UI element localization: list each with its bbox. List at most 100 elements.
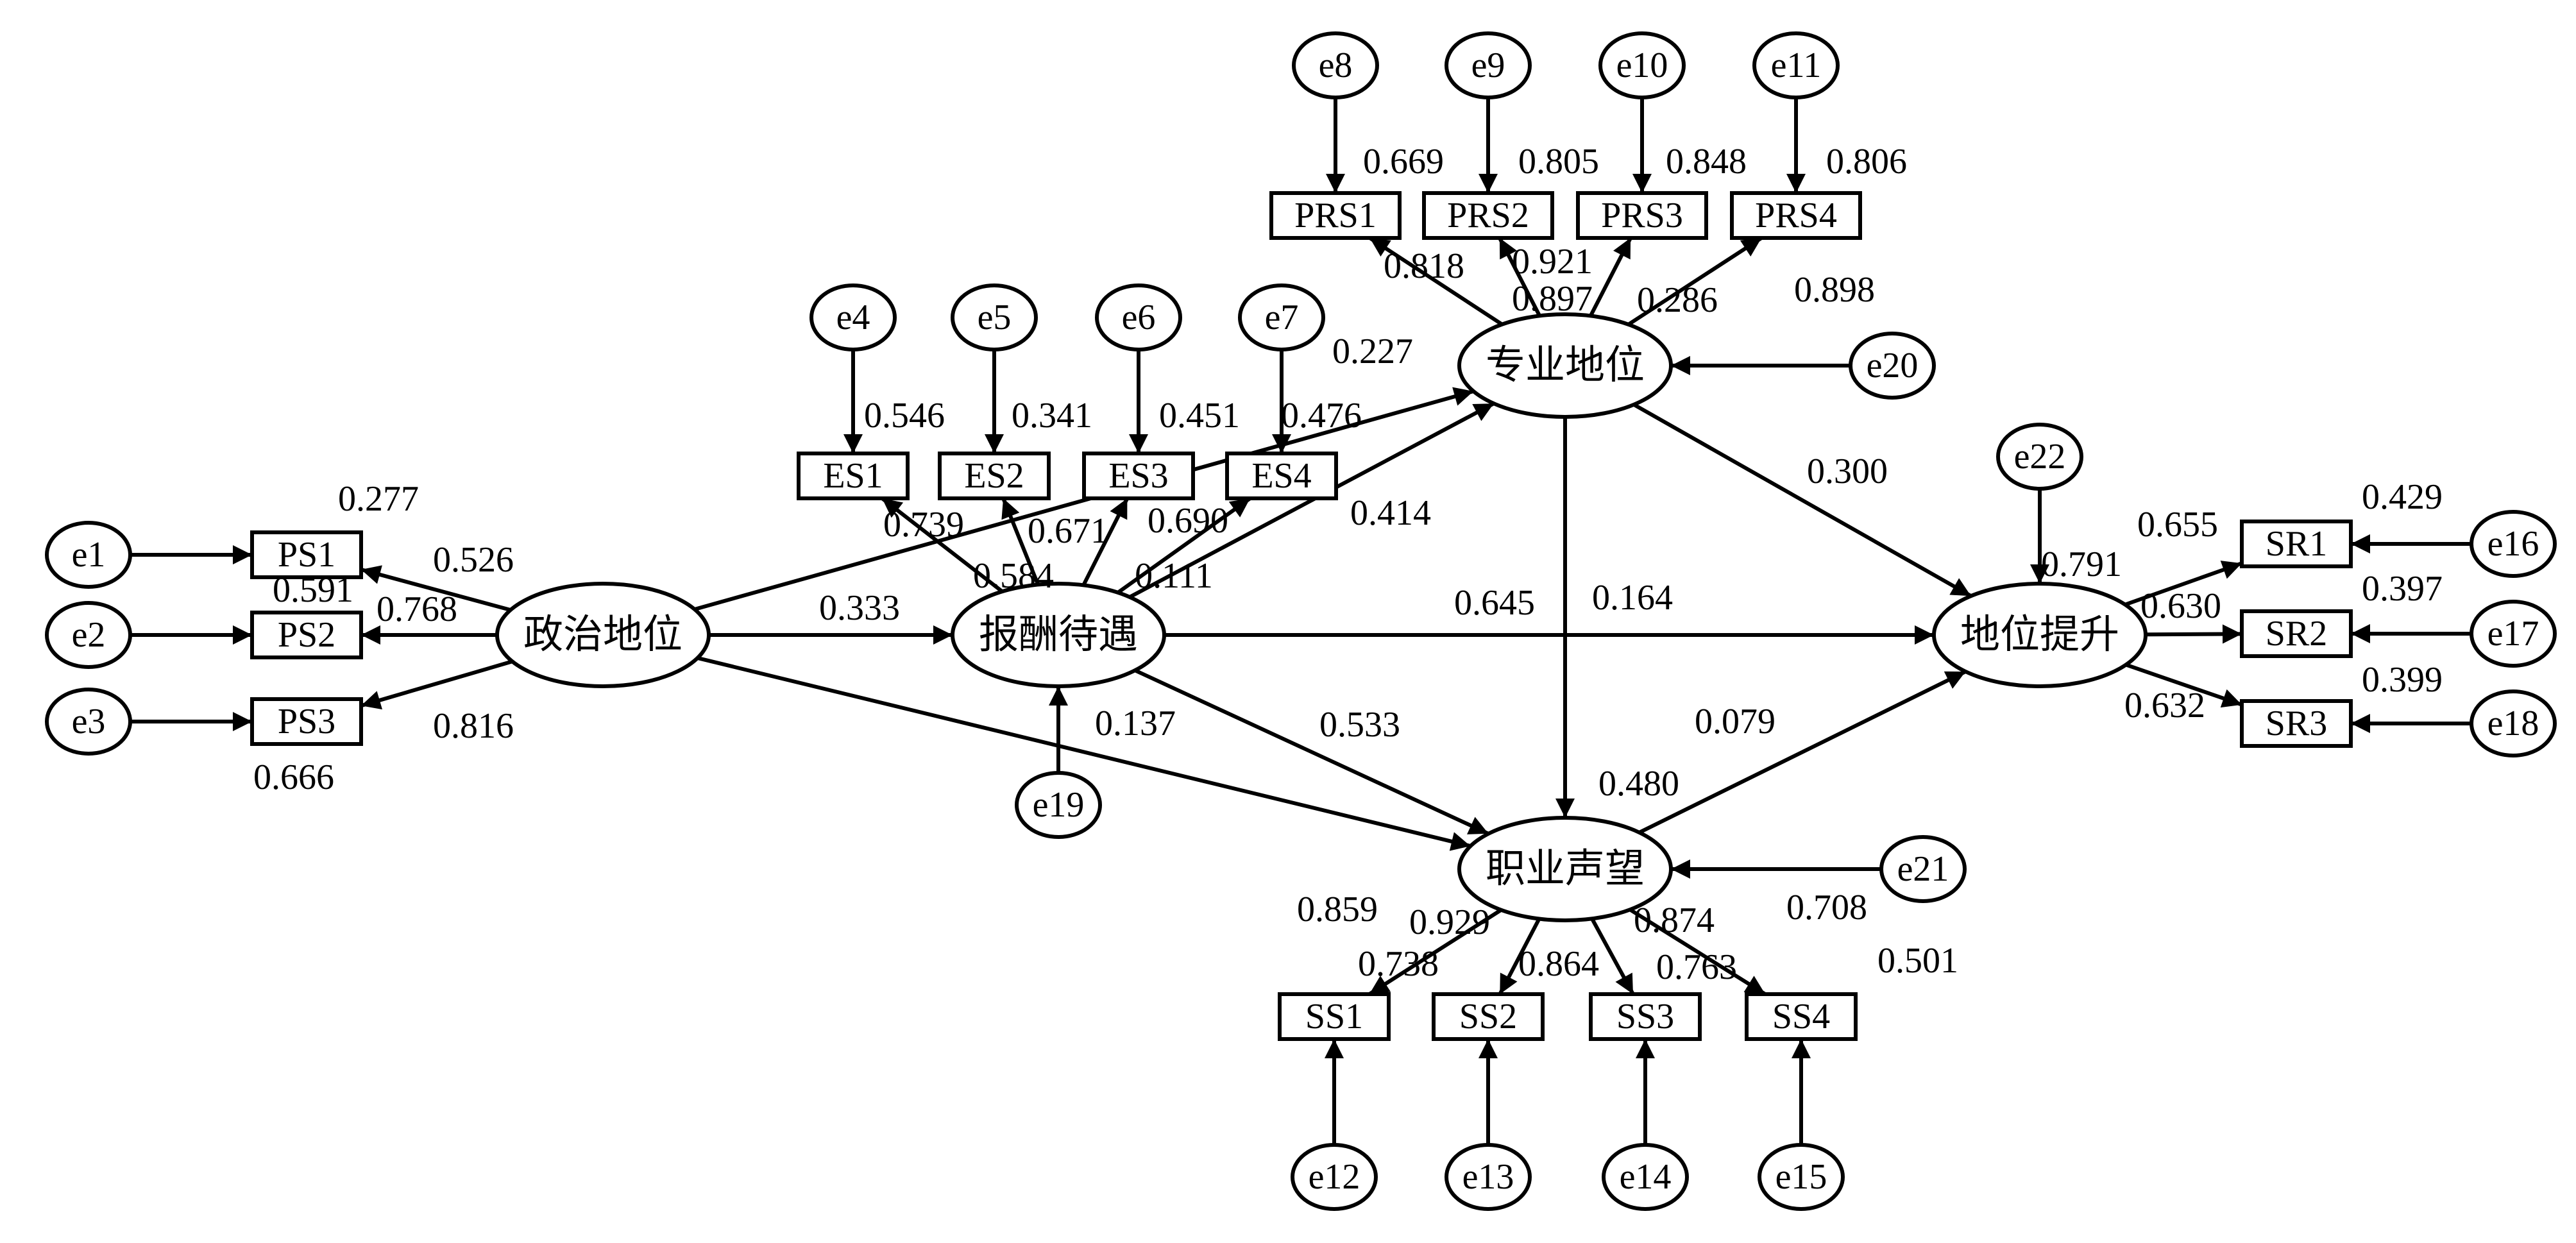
coefficient-label: 0.791 bbox=[2041, 545, 2122, 584]
coefficient-label: 0.501 bbox=[1877, 941, 1958, 981]
latent-node-L3: 专业地位 bbox=[1457, 312, 1673, 419]
error-node-e17: e17 bbox=[2470, 600, 2557, 668]
coefficient-label: 0.818 bbox=[1384, 246, 1464, 286]
observed-node-SS3: SS3 bbox=[1589, 992, 1702, 1041]
node-label: e1 bbox=[72, 535, 106, 575]
node-label: e14 bbox=[1620, 1157, 1672, 1197]
arrow-L3-to-L5 bbox=[1632, 403, 1972, 598]
node-label: SS2 bbox=[1459, 997, 1517, 1036]
coefficient-label: 0.480 bbox=[1598, 764, 1679, 804]
node-label: 报酬待遇 bbox=[979, 613, 1138, 657]
observed-box bbox=[1576, 191, 1708, 240]
latent-ellipse bbox=[951, 582, 1166, 688]
error-ellipse bbox=[951, 283, 1038, 351]
coefficient-label: 0.277 bbox=[338, 479, 419, 519]
node-label: e16 bbox=[2487, 524, 2539, 564]
node-label: e22 bbox=[2014, 437, 2066, 477]
observed-box bbox=[1589, 992, 1702, 1041]
error-node-e8: e8 bbox=[1292, 31, 1379, 99]
node-label: 职业声望 bbox=[1486, 847, 1645, 891]
error-node-e19: e19 bbox=[1015, 771, 1102, 839]
coefficient-label: 0.300 bbox=[1807, 452, 1888, 491]
coefficient-label: 0.848 bbox=[1666, 142, 1747, 182]
node-label: PS1 bbox=[278, 535, 335, 575]
coefficient-label: 0.669 bbox=[1363, 142, 1444, 182]
coefficient-label: 0.399 bbox=[2362, 660, 2443, 700]
node-label: e18 bbox=[2487, 704, 2539, 743]
observed-box bbox=[1225, 452, 1338, 500]
arrow-L2-to-ES4 bbox=[1117, 496, 1251, 595]
coefficient-label: 0.806 bbox=[1826, 142, 1907, 182]
coefficient-label: 0.333 bbox=[819, 588, 900, 628]
node-label: e13 bbox=[1462, 1157, 1514, 1197]
coefficient-label: 0.864 bbox=[1518, 944, 1599, 984]
node-label: e20 bbox=[1867, 346, 1919, 385]
coefficient-label: 0.898 bbox=[1794, 270, 1875, 310]
coefficient-label: 0.591 bbox=[273, 570, 353, 610]
observed-node-PRS4: PRS4 bbox=[1730, 191, 1862, 240]
latent-node-L4: 职业声望 bbox=[1457, 816, 1673, 922]
latent-ellipse bbox=[1457, 312, 1673, 419]
coefficient-label: 0.921 bbox=[1512, 242, 1593, 282]
coefficient-label: 0.341 bbox=[1012, 396, 1092, 435]
error-ellipse bbox=[45, 688, 132, 756]
error-ellipse bbox=[2470, 689, 2557, 757]
arrow-L3-to-PRS2 bbox=[1498, 237, 1541, 317]
error-node-e3: e3 bbox=[45, 688, 132, 756]
coefficient-label: 0.897 bbox=[1512, 279, 1593, 319]
observed-node-PRS1: PRS1 bbox=[1269, 191, 1402, 240]
node-label: e19 bbox=[1033, 785, 1085, 825]
error-node-e18: e18 bbox=[2470, 689, 2557, 757]
observed-node-ES3: ES3 bbox=[1082, 452, 1195, 500]
observed-box bbox=[2240, 699, 2353, 748]
observed-box bbox=[1730, 191, 1862, 240]
error-node-e16: e16 bbox=[2470, 510, 2557, 578]
node-label: e2 bbox=[72, 615, 106, 655]
observed-node-ES1: ES1 bbox=[797, 452, 910, 500]
node-label: PRS1 bbox=[1294, 196, 1377, 235]
arrow-L4-to-L5 bbox=[1638, 670, 1967, 834]
error-ellipse bbox=[1292, 31, 1379, 99]
coefficient-label: 0.227 bbox=[1332, 332, 1413, 371]
latent-ellipse bbox=[1932, 582, 2148, 688]
error-ellipse bbox=[1238, 283, 1325, 351]
coefficient-label: 0.476 bbox=[1281, 396, 1362, 435]
coefficient-label: 0.414 bbox=[1350, 493, 1431, 533]
arrow-L2-to-L4 bbox=[1134, 668, 1489, 836]
arrow-L1-to-L4 bbox=[697, 655, 1471, 851]
coefficient-label: 0.630 bbox=[2140, 586, 2221, 626]
node-label: PS2 bbox=[278, 615, 335, 655]
error-node-e22: e22 bbox=[1996, 423, 2083, 491]
node-label: e4 bbox=[836, 298, 870, 337]
arrow-L3-to-PRS1 bbox=[1368, 236, 1504, 326]
error-node-e10: e10 bbox=[1598, 31, 1686, 99]
coefficient-label: 0.666 bbox=[253, 757, 334, 797]
error-node-e21: e21 bbox=[1879, 835, 1967, 903]
observed-box bbox=[1432, 992, 1545, 1041]
arrow-L3-to-PRS4 bbox=[1627, 236, 1763, 326]
observed-node-SS1: SS1 bbox=[1278, 992, 1391, 1041]
node-label: PRS4 bbox=[1755, 196, 1837, 235]
arrow-L4-to-SS3 bbox=[1590, 917, 1635, 995]
coefficient-label: 0.632 bbox=[2124, 686, 2205, 725]
arrow-L1-to-PS1 bbox=[360, 565, 511, 612]
error-node-e1: e1 bbox=[45, 521, 132, 589]
arrow-L1-to-PS3 bbox=[360, 659, 513, 710]
observed-node-PRS3: PRS3 bbox=[1576, 191, 1708, 240]
coefficient-label: 0.546 bbox=[864, 396, 945, 435]
error-ellipse bbox=[1095, 283, 1182, 351]
arrow-L2-to-ES1 bbox=[881, 496, 1004, 593]
node-label: SS4 bbox=[1772, 997, 1830, 1036]
node-label: e15 bbox=[1775, 1157, 1827, 1197]
error-ellipse bbox=[1598, 31, 1686, 99]
node-label: e9 bbox=[1471, 46, 1505, 85]
observed-node-PRS2: PRS2 bbox=[1422, 191, 1554, 240]
observed-node-PS1: PS1 bbox=[250, 530, 363, 579]
node-label: ES3 bbox=[1108, 456, 1168, 496]
error-ellipse bbox=[1291, 1143, 1378, 1211]
latent-ellipse bbox=[1457, 816, 1673, 922]
error-ellipse bbox=[1445, 1143, 1532, 1211]
coefficient-label: 0.929 bbox=[1409, 902, 1490, 942]
node-label: ES1 bbox=[823, 456, 883, 496]
